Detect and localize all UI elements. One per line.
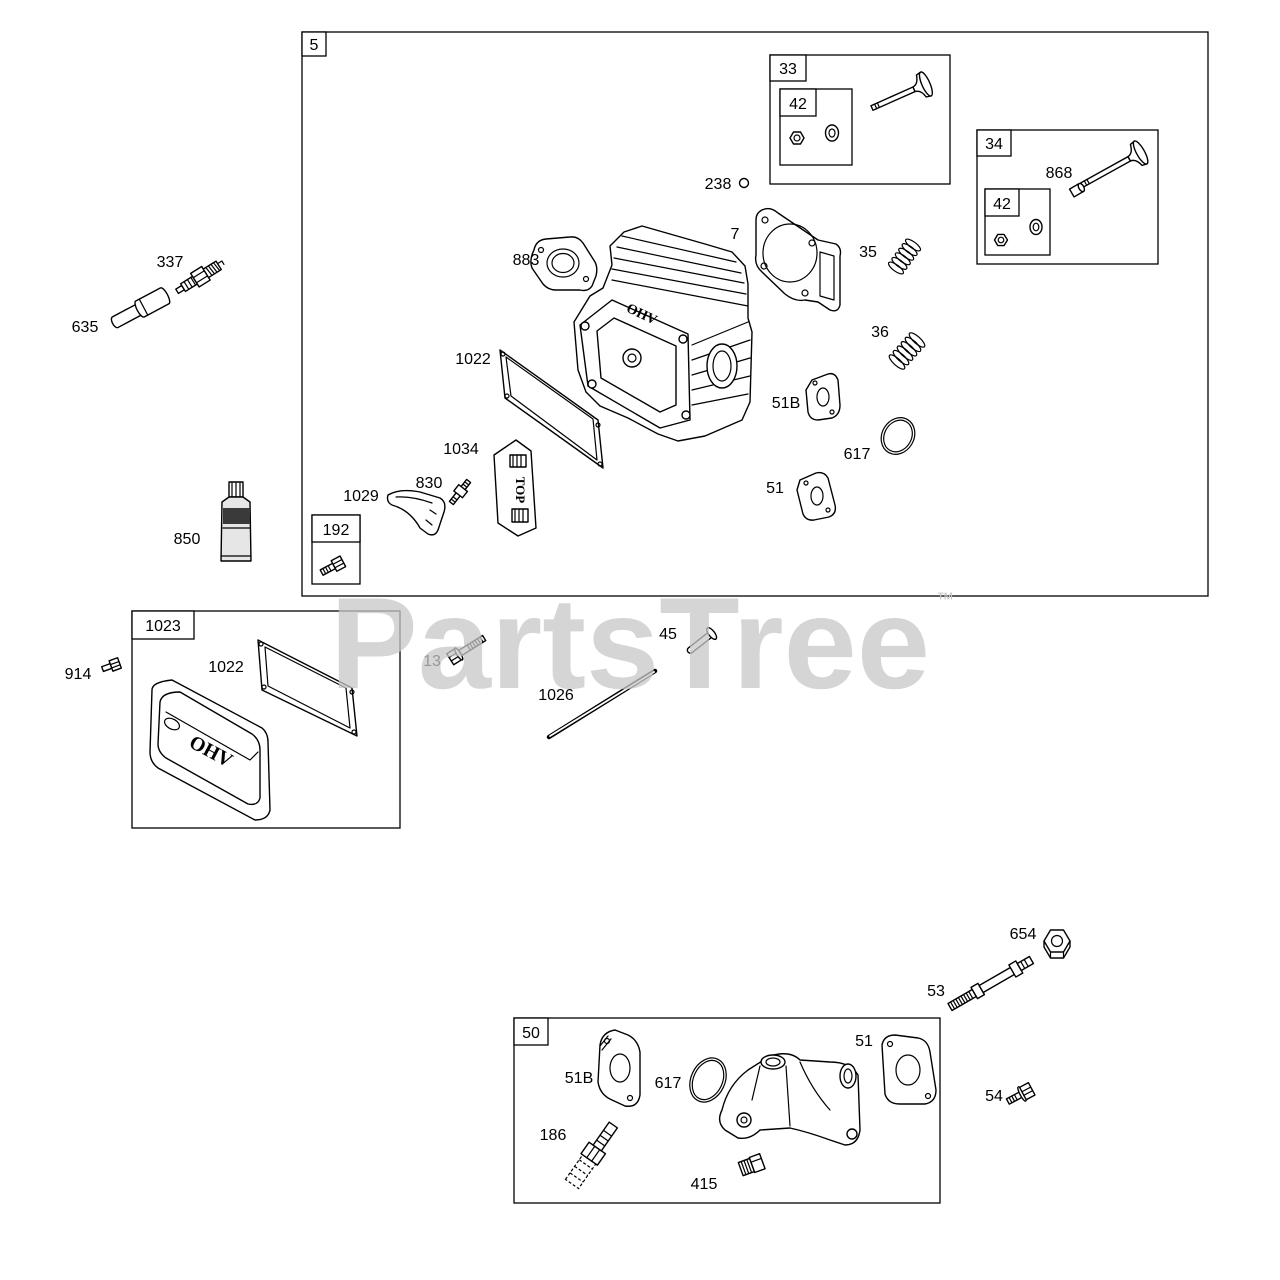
assembly-box-34: 34 (976, 129, 1159, 265)
fitting-186-drawing (564, 1121, 619, 1190)
callout-36: 36 (871, 324, 889, 341)
callout-883: 883 (513, 252, 540, 269)
callout-238: 238 (705, 176, 732, 193)
assembly-box-1023: 1023 (131, 610, 401, 829)
callout-51-head: 51 (766, 480, 784, 497)
callout-914: 914 (65, 666, 92, 683)
callout-54: 54 (985, 1088, 1003, 1105)
bolt-914-drawing (100, 657, 123, 673)
assembly-label-1023: 1023 (145, 618, 181, 635)
callout-1026: 1026 (538, 687, 574, 704)
keeper-nut-42-a (789, 131, 805, 145)
spark-plug-drawing (175, 260, 225, 295)
watermark-brand: PartsTree (330, 570, 930, 716)
assembly-box-50: 50 (513, 1017, 941, 1204)
watermark: PartsTree ™ (330, 570, 954, 716)
flange-gasket-883-drawing (530, 236, 598, 292)
callout-1034: 1034 (443, 441, 479, 458)
assembly-box-5: 5 (301, 31, 1209, 597)
bolt-54-drawing (1005, 1081, 1036, 1105)
callout-13: 13 (423, 653, 441, 670)
gasket-51b-head-drawing (805, 372, 841, 421)
callout-830: 830 (416, 475, 443, 492)
plate-marking-text: TOP (513, 477, 528, 504)
callout-51b-head: 51B (772, 395, 800, 412)
intake-manifold-drawing (718, 1053, 861, 1146)
nut-654-drawing (1043, 929, 1071, 959)
assembly-label-34: 34 (985, 136, 1003, 153)
callout-35: 35 (859, 244, 877, 261)
o-ring-617-manifold-drawing (689, 1057, 727, 1103)
assembly-label-42-b: 42 (993, 196, 1011, 213)
plug-boot-drawing (110, 287, 171, 329)
assembly-label-50: 50 (522, 1025, 540, 1042)
assembly-label-33: 33 (779, 61, 797, 78)
cover-gasket-1022-head-drawing (499, 349, 604, 469)
valve-spring-36-drawing (888, 332, 926, 370)
keeper-washer-42-a (824, 124, 840, 142)
callout-186: 186 (540, 1127, 567, 1144)
valve-33-drawing (870, 71, 934, 111)
ball-238-drawing (738, 177, 750, 189)
cylinder-head-drawing: OHV (573, 225, 753, 442)
valve-spring-35-drawing (887, 238, 922, 275)
callout-51b-manifold: 51B (565, 1070, 593, 1087)
callout-635: 635 (72, 319, 99, 336)
assembly-box-42-a: 42 (779, 88, 853, 166)
screw-192-drawing (319, 555, 347, 576)
cover-gasket-1022-cover-drawing (257, 639, 358, 737)
callout-850: 850 (174, 531, 201, 548)
assembly-box-42-b: 42 (984, 188, 1051, 256)
assembly-label-42-a: 42 (789, 96, 807, 113)
assembly-box-192: 192 (311, 514, 361, 585)
callout-1022-cover: 1022 (208, 659, 244, 676)
push-rod-1026-drawing (546, 668, 658, 740)
callout-7: 7 (731, 226, 740, 243)
callout-51-manifold: 51 (855, 1033, 873, 1050)
gasket-51-head-drawing (796, 471, 837, 521)
assembly-label-5: 5 (310, 37, 319, 54)
callout-1022-head: 1022 (455, 351, 491, 368)
stud-830-drawing (448, 478, 472, 506)
callout-45: 45 (659, 626, 677, 643)
callout-415: 415 (691, 1176, 718, 1193)
plug-415-drawing (737, 1153, 766, 1177)
callout-654: 654 (1010, 926, 1037, 943)
sealant-tube-drawing (220, 481, 252, 562)
breather-1029-drawing (386, 489, 446, 536)
assembly-box-33: 33 (769, 54, 951, 185)
gasket-51b-manifold-drawing (597, 1029, 641, 1107)
valve-cover-drawing: OHV (149, 679, 271, 821)
watermark-trademark: ™ (936, 589, 954, 609)
head-gasket-7-drawing (754, 207, 842, 312)
bolt-13-drawing (446, 634, 487, 666)
callout-868: 868 (1046, 165, 1073, 182)
callout-1029: 1029 (343, 488, 379, 505)
valve-34-drawing (1080, 140, 1149, 188)
keeper-nut-42-b (993, 233, 1009, 247)
pin-45-drawing (686, 627, 718, 654)
plate-1034-drawing: TOP (493, 439, 537, 537)
valve-keeper-868-drawing (1068, 182, 1086, 198)
keeper-washer-42-b (1029, 218, 1043, 236)
callout-337: 337 (157, 254, 184, 271)
assembly-label-192: 192 (323, 522, 350, 539)
callout-617-manifold: 617 (655, 1075, 682, 1092)
callout-53: 53 (927, 983, 945, 1000)
stud-53-drawing (947, 955, 1035, 1012)
o-ring-617-head-drawing (880, 417, 916, 455)
callout-617-head: 617 (844, 446, 871, 463)
gasket-51-manifold-drawing (881, 1034, 937, 1105)
